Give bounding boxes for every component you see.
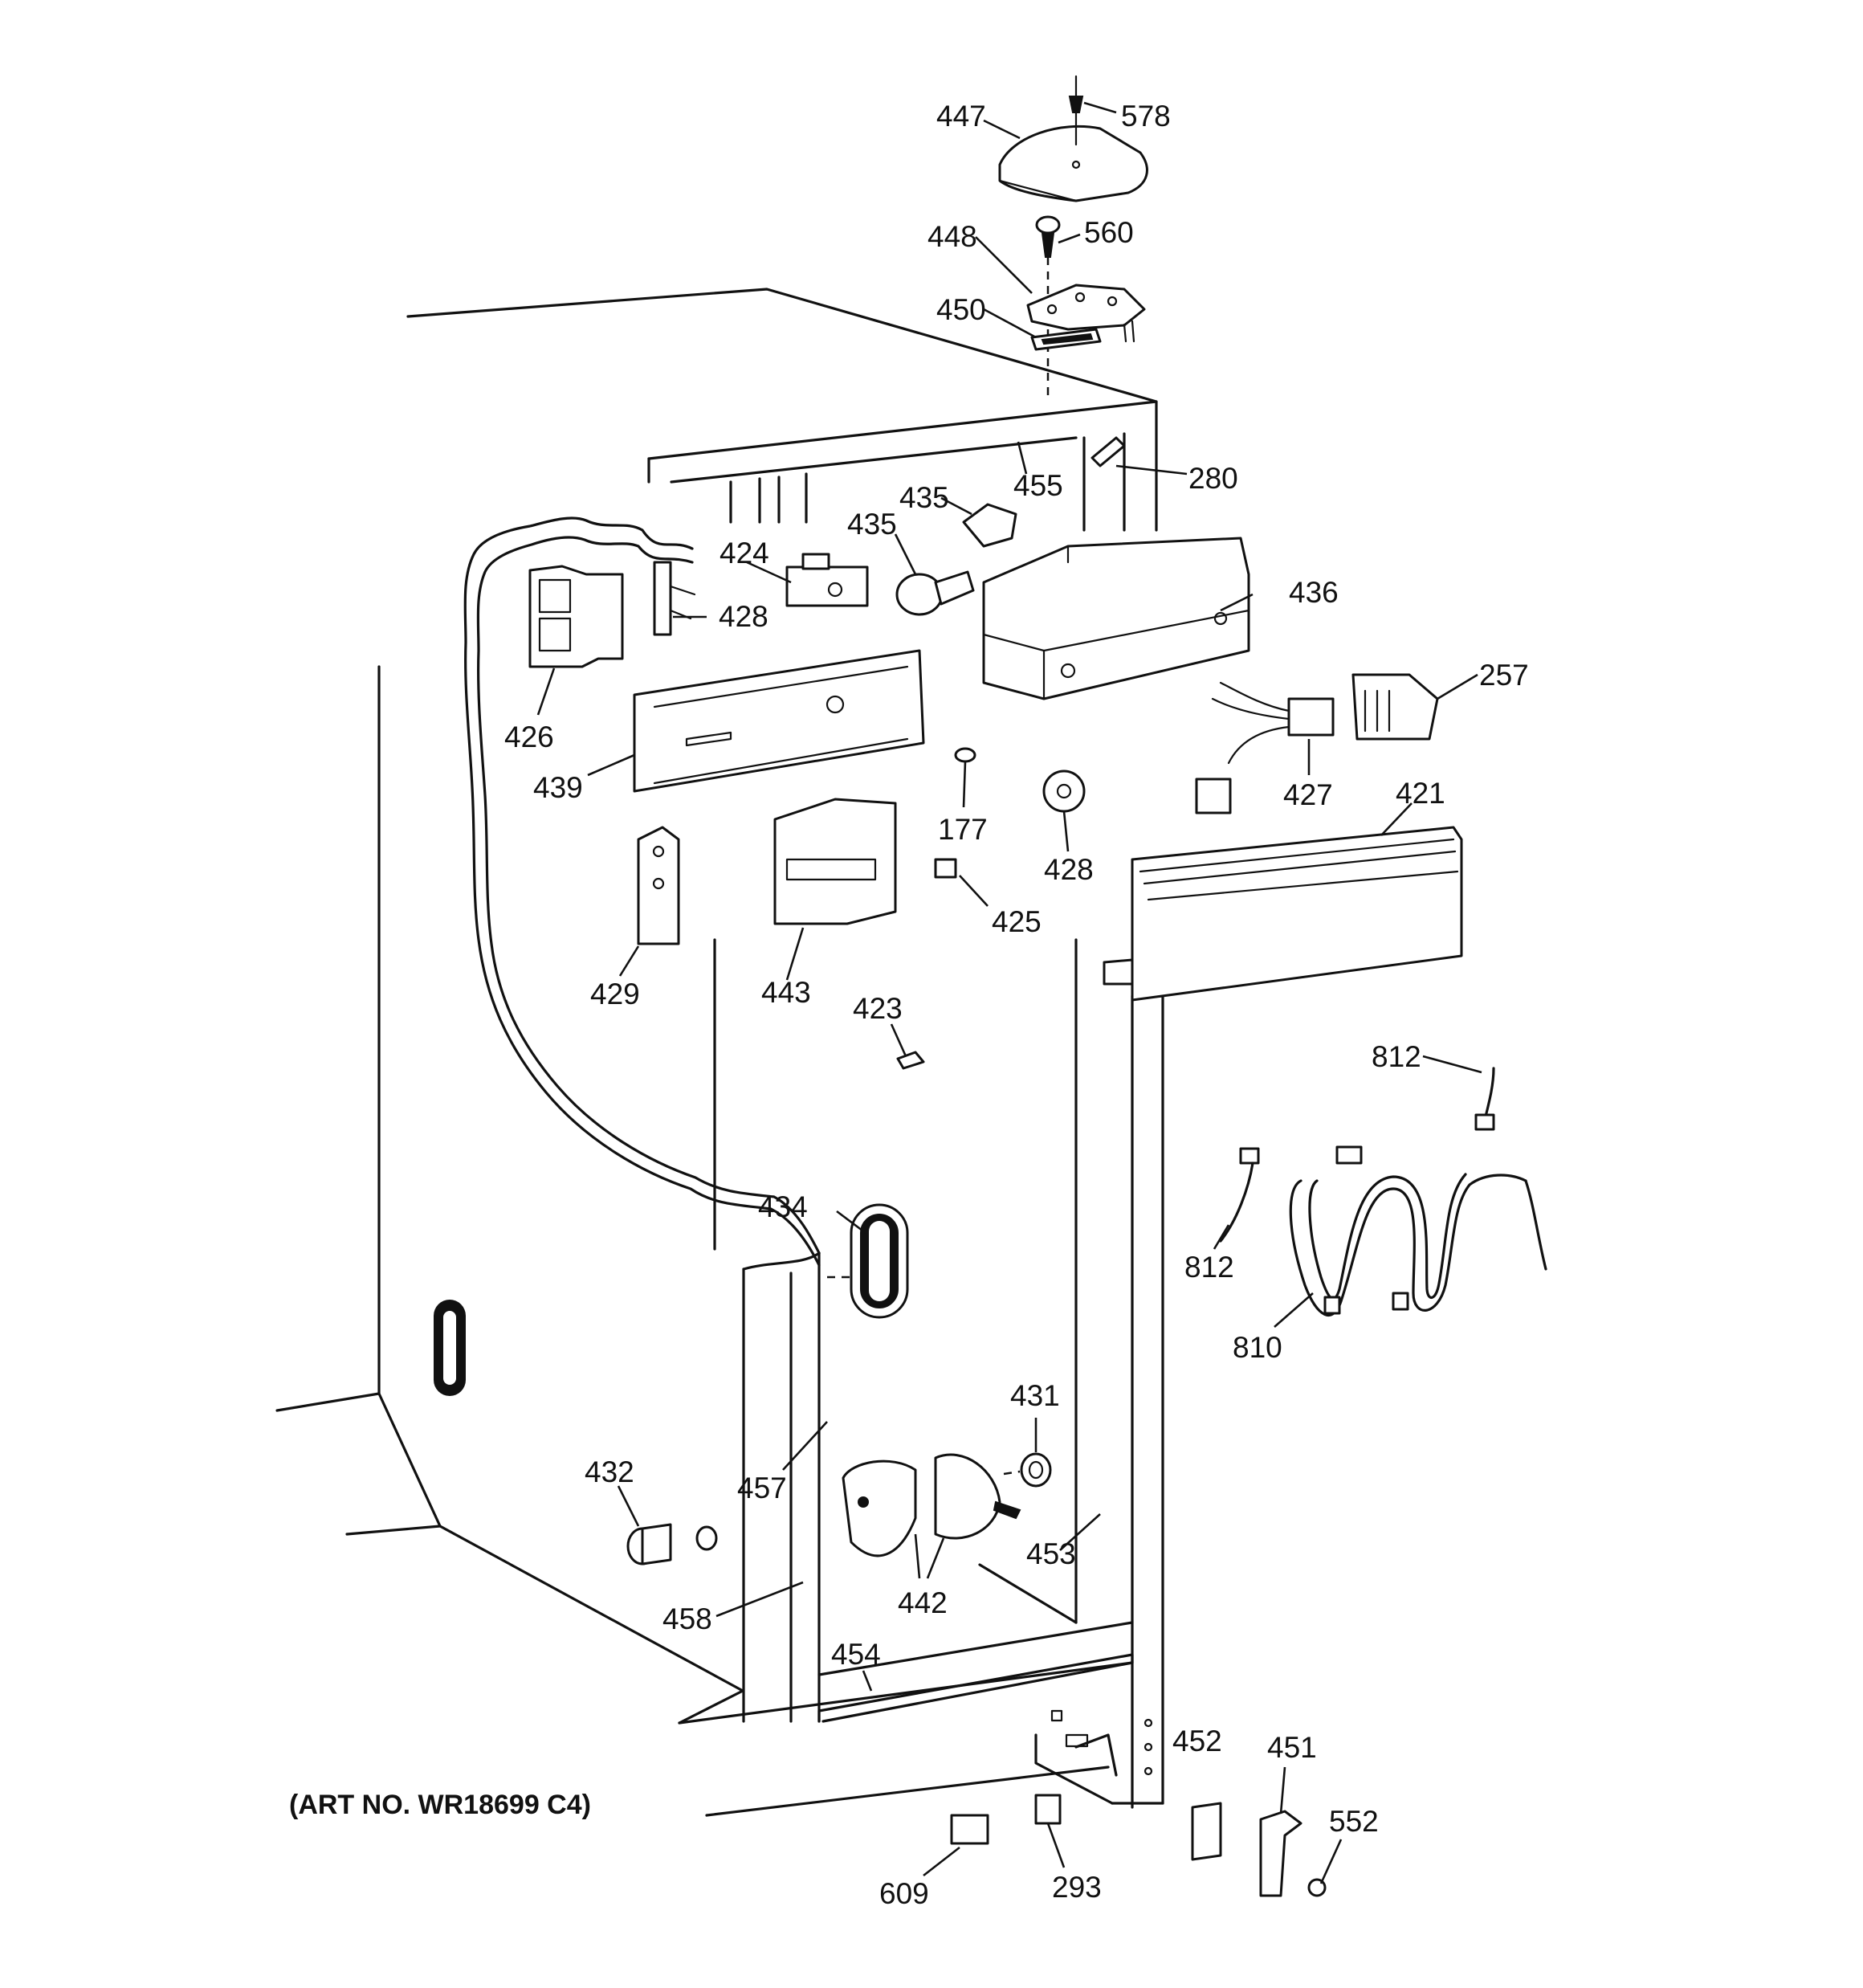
callout-423: 423 [853,992,903,1025]
callout-458: 458 [662,1602,712,1635]
hinge-pin-bolt [1035,215,1061,402]
callout-421: 421 [1396,777,1445,810]
callout-257: 257 [1479,659,1529,692]
callout-609: 609 [879,1877,929,1910]
callout-448: 448 [927,220,977,253]
top-hinge-bracket [1026,284,1146,343]
callout-435b: 435 [847,508,897,541]
hinge-screw [1068,75,1084,146]
callout-425: 425 [992,905,1042,938]
callout-812b: 812 [1184,1251,1234,1284]
defrost-timer-257 [1351,673,1439,741]
callout-453: 453 [1026,1537,1076,1570]
callout-560: 560 [1084,216,1134,249]
light-bulb [895,570,975,616]
callout-293: 293 [1052,1871,1102,1904]
gear-428 [1042,769,1086,813]
callout-280: 280 [1188,462,1238,495]
callout-451: 451 [1267,1731,1317,1764]
drain-tube-812-right [1474,1067,1495,1131]
grille-434 [827,1203,909,1319]
cabinet-outline [275,288,1164,1817]
callout-177: 177 [938,813,988,846]
callout-450: 450 [936,293,986,326]
callout-labels: 578 447 448 560 450 280 455 435 435 424 … [289,100,1529,1910]
callout-435a: 435 [899,481,949,514]
mount-443 [773,798,897,925]
callout-455: 455 [1013,469,1063,502]
light-socket [962,503,1017,548]
callout-428a: 428 [719,600,768,633]
bottom-hinge-451 [1259,1810,1302,1897]
callout-552: 552 [1329,1805,1379,1838]
spacer-452 [1191,1802,1222,1861]
hinge-cover-442 [842,1453,1021,1557]
callout-443: 443 [761,976,811,1009]
drain-tube-812-left [1219,1147,1260,1243]
callout-427: 427 [1283,778,1333,811]
bushing-431 [1003,1452,1052,1488]
clip-428-top [653,561,696,636]
callout-452: 452 [1172,1725,1222,1757]
clip-423 [896,1051,925,1070]
top-hinge-cover [998,125,1148,202]
control-housing-436 [982,537,1250,700]
callout-812a: 812 [1372,1040,1421,1073]
callout-434: 434 [758,1190,808,1223]
callout-424: 424 [720,537,769,569]
callout-454: 454 [831,1638,881,1671]
callout-428b: 428 [1044,853,1094,886]
rail-439 [633,649,925,793]
block-425 [934,858,957,879]
wire-harness-427 [1195,681,1335,814]
hinge-shim [1030,328,1102,351]
defrost-heater-810 [1289,1145,1547,1317]
cabinet-screw-280 [1090,436,1126,467]
callout-442: 442 [898,1586,948,1619]
callout-457: 457 [737,1472,787,1504]
callout-426: 426 [504,720,554,753]
screw-177 [954,747,976,763]
callout-436: 436 [1289,576,1339,609]
plug-432 [626,1523,718,1565]
switch-424 [785,553,869,607]
callout-447: 447 [936,100,986,133]
bracket-421 [1103,826,1463,1002]
callout-431: 431 [1010,1379,1060,1412]
callout-429: 429 [590,978,640,1010]
leveler-609 [950,1814,989,1845]
roller-293 [1034,1794,1062,1825]
callout-439: 439 [533,771,583,804]
art-number: (ART NO. WR18699 C4) [289,1790,591,1820]
callout-810: 810 [1233,1331,1282,1364]
callout-578: 578 [1121,100,1171,133]
leader-lines [536,101,1482,1884]
bracket-429 [637,826,680,945]
callout-432: 432 [585,1455,634,1488]
switch-426 [528,565,624,668]
